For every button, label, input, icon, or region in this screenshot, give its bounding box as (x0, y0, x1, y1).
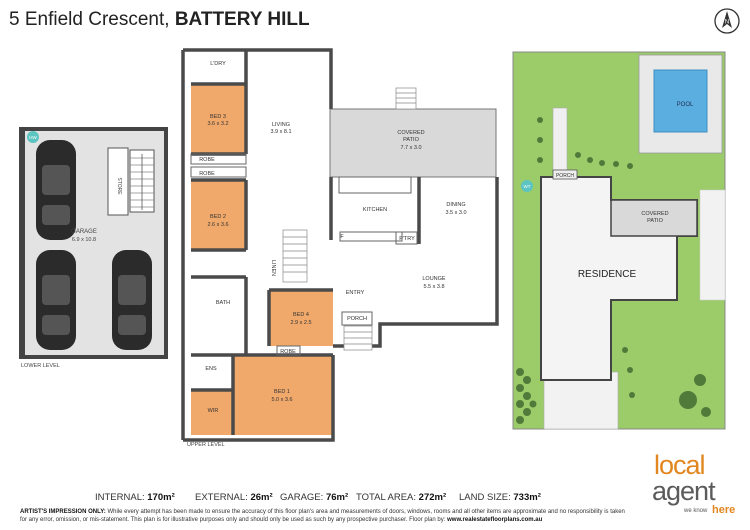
residence-label: RESIDENCE (578, 269, 637, 280)
robe-label: ROBE (199, 171, 215, 177)
driveway (543, 371, 619, 430)
bed3-size: 3.6 x 3.2 (207, 121, 228, 127)
lounge-size: 5.5 x 3.8 (423, 284, 444, 290)
bed3-room (191, 84, 246, 154)
floor-plan: HW STORE GARAGE 6.9 x 10.8 LOWER LEVEL (19, 48, 726, 448)
covered-patio-size: 7.7 x 3.0 (400, 145, 421, 151)
car-icon (36, 140, 76, 240)
bed4-size: 2.9 x 2.5 (290, 320, 311, 326)
bed4-label: BED 4 (293, 312, 309, 318)
site-covered-patio-label: COVERED (641, 211, 668, 217)
wt-label: WT (524, 184, 531, 189)
garage-stair (129, 149, 155, 213)
shrub-icons (516, 117, 711, 424)
site-porch (552, 169, 578, 180)
wir-label: WIR (208, 408, 219, 414)
covered-patio-area (329, 108, 497, 178)
ensuite-label: ENS (205, 366, 217, 372)
bed3-label: BED 3 (210, 114, 226, 120)
pool (653, 69, 708, 133)
site-porch-label: PORCH (556, 173, 574, 179)
disclaimer: ARTIST'S IMPRESSION ONLY: While every at… (20, 509, 625, 523)
wir-room (191, 390, 233, 435)
store-room (107, 147, 129, 216)
lower-level-label: LOWER LEVEL (21, 363, 60, 369)
covered-patio-label: PATIO (403, 137, 419, 143)
stat-total-area: TOTAL AREA: 272m² (356, 492, 447, 503)
bath-label: BATH (216, 300, 230, 306)
bed2-label: BED 2 (210, 214, 226, 220)
linen-label: LINEN (270, 260, 276, 276)
compass-letter: N (725, 20, 729, 26)
garage-size: 6.9 x 10.8 (72, 237, 96, 243)
dining-label: DINING (446, 202, 465, 208)
bed2-room (191, 180, 246, 250)
robe-label: ROBE (280, 349, 296, 355)
bed4-room (269, 290, 333, 346)
property-title: 5 Enfield Crescent, BATTERY HILL (9, 9, 310, 31)
hw-label: HW (29, 135, 37, 140)
upper-stair (282, 229, 308, 283)
stat-external: EXTERNAL: 26m² (195, 492, 273, 503)
site-covered-patio (610, 199, 698, 237)
bed1-room (232, 355, 333, 435)
wt-marker (521, 180, 533, 192)
pool-label: POOL (677, 102, 694, 108)
ldry-label: L'DRY (210, 61, 226, 67)
upper-level-label: UPPER LEVEL (187, 442, 225, 448)
kitchen-label: KITCHEN (363, 207, 387, 213)
car-icon (112, 250, 152, 350)
local-agent-logo: local agent we know here (652, 450, 736, 516)
hw-marker (27, 131, 39, 143)
upper-level-plan: L'DRY BED 3 3.6 x 3.2 ROBE ROBE BED 2 2.… (181, 48, 499, 448)
bed1-size: 5.0 x 3.6 (271, 397, 292, 403)
stat-garage: GARAGE: 76m² (280, 492, 349, 503)
living-size: 3.9 x 8.1 (270, 129, 291, 135)
bed1-label: BED 1 (274, 389, 290, 395)
suburb-text: BATTERY HILL (174, 9, 310, 30)
pantry-label: P'TRY (399, 236, 415, 242)
robe-label: ROBE (199, 157, 215, 163)
bed2-size: 2.6 x 3.6 (207, 222, 228, 228)
entry-label: ENTRY (346, 290, 365, 296)
covered-patio-label: COVERED (397, 130, 424, 136)
store-label: STORE (116, 177, 122, 195)
address-text: 5 Enfield Crescent, (9, 9, 170, 30)
car-icon (36, 250, 76, 350)
entry-stair (343, 325, 373, 351)
stat-land-size: LAND SIZE: 733m² (459, 492, 541, 503)
stat-internal: INTERNAL: 170m² (95, 492, 175, 503)
site-path (552, 107, 568, 171)
lower-level-garage: HW STORE GARAGE 6.9 x 10.8 LOWER LEVEL (19, 127, 168, 369)
porch-label: PORCH (347, 316, 367, 322)
site-covered-patio-label: PATIO (647, 218, 663, 224)
garage-label: GARAGE (71, 229, 97, 235)
living-label: LIVING (272, 122, 290, 128)
lounge-label: LOUNGE (422, 276, 446, 282)
dining-size: 3.5 x 3.0 (445, 210, 466, 216)
patio-stair (395, 87, 417, 110)
compass-icon: N (714, 8, 740, 34)
fridge-label: F (340, 234, 344, 240)
site-plan: POOL PORCH WT COVERED PATIO RESIDENCE (512, 51, 726, 430)
